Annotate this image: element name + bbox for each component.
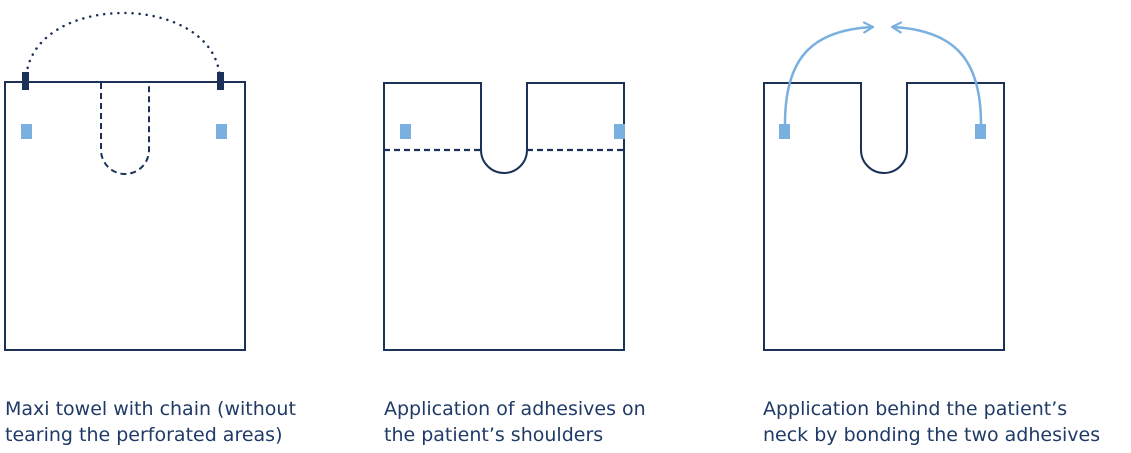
arrow-left-to-center <box>783 27 873 125</box>
step-3-bonding-behind-neck <box>763 27 1005 351</box>
chain-right-clip <box>217 72 224 90</box>
step-2-adhesives-on-shoulders <box>383 82 625 351</box>
step-2-caption: Application of adhesives on the patient’… <box>384 396 646 448</box>
step-3-caption-line-1: Application behind the patient’s <box>763 398 1068 420</box>
adhesive-right <box>975 124 986 139</box>
adhesive-left <box>400 124 411 139</box>
step-2-caption-line-1: Application of adhesives on <box>384 398 646 420</box>
step-1-caption: Maxi towel with chain (without tearing t… <box>5 396 296 448</box>
step-3-caption: Application behind the patient’s neck by… <box>763 396 1100 448</box>
step-1-caption-line-2: tearing the perforated areas) <box>5 424 283 446</box>
towel-outline-with-neck-cutout <box>763 82 1005 351</box>
towel-outline-with-neck-cutout <box>383 82 625 351</box>
chain-dotted-arc <box>24 11 222 84</box>
adhesive-left <box>779 124 790 139</box>
adhesive-right <box>216 124 227 139</box>
towel-outline <box>4 81 246 351</box>
step-3-caption-line-2: neck by bonding the two adhesives <box>763 424 1101 446</box>
step-1-towel-with-chain <box>4 11 246 351</box>
adhesive-right <box>614 124 625 139</box>
adhesive-left <box>21 124 32 139</box>
step-2-caption-line-2: the patient’s shoulders <box>384 424 604 446</box>
arrow-right-to-center <box>892 27 983 125</box>
step-1-caption-line-1: Maxi towel with chain (without <box>5 398 296 420</box>
perforated-neck-outline <box>100 83 150 175</box>
chain-left-clip <box>22 72 29 90</box>
